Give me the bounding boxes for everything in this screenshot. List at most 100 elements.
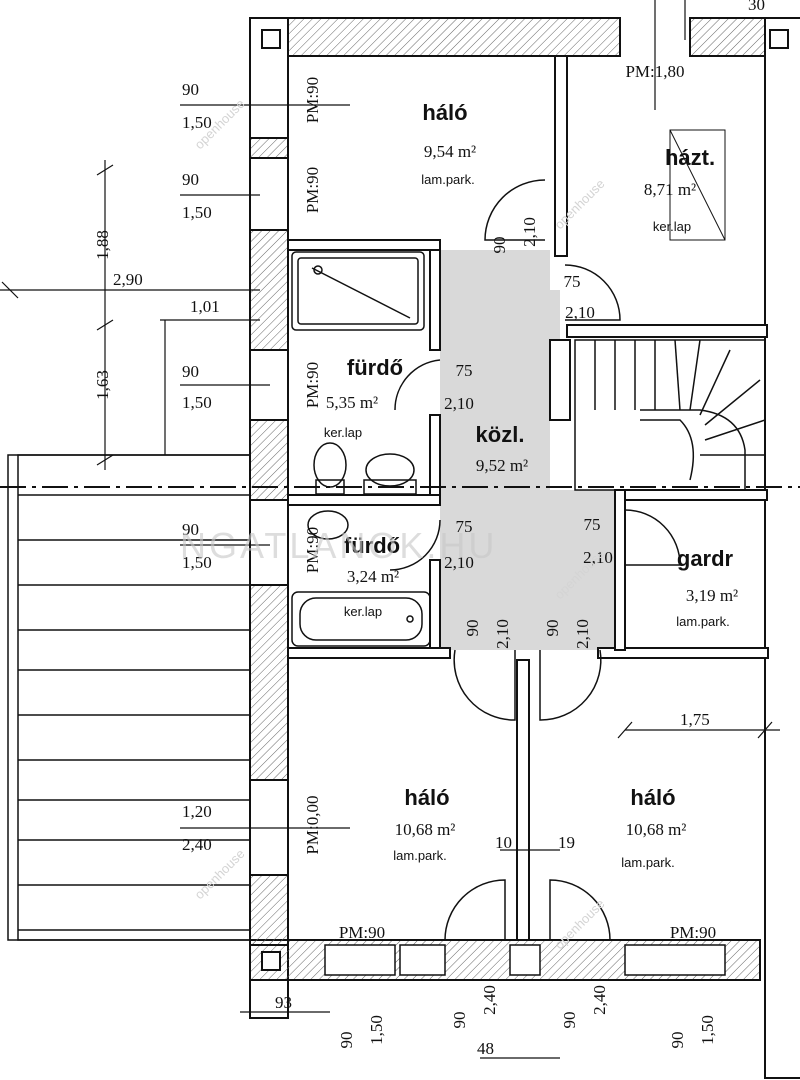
window-label-4: 90 1,50 PM:90 xyxy=(182,520,322,573)
dim-bottom-150b: 1,50 xyxy=(698,1015,717,1045)
window-label-5: 1,20 2,40 PM:0,00 xyxy=(182,795,322,854)
svg-text:2,40: 2,40 xyxy=(590,985,609,1015)
interior-walls xyxy=(287,55,769,941)
room-floor: lam.park. xyxy=(393,848,446,863)
watermark-brand: openhouse xyxy=(192,846,248,902)
room-name: gardr xyxy=(677,546,734,571)
dim-bottom-90b: 90 xyxy=(668,1032,687,1049)
room-floor: ker.lap xyxy=(653,219,691,234)
room-area: 10,68 m² xyxy=(626,820,687,839)
door-label-balcony-2: 90 2,40 xyxy=(560,985,609,1028)
shower-tray xyxy=(291,251,425,331)
shaft-box xyxy=(669,129,726,241)
room-name: fürdő xyxy=(347,355,403,380)
dim-bottom-93: 93 xyxy=(275,993,292,1012)
window-label-1: 90 1,50 PM:90 xyxy=(182,77,322,132)
room-name: közl. xyxy=(476,422,525,447)
dim-top-right: 30 xyxy=(748,0,765,14)
door-label-halo-right: 90 2,10 xyxy=(543,619,592,649)
svg-text:1,50: 1,50 xyxy=(182,203,212,222)
door-label-gardr: 75 2,10 xyxy=(583,515,613,567)
svg-text:2,10: 2,10 xyxy=(493,619,512,649)
dim-horizontal-175: 1,75 xyxy=(680,710,710,729)
left-wall-segments xyxy=(249,137,289,946)
room-area: 9,54 m² xyxy=(424,142,476,161)
svg-text:PM:90: PM:90 xyxy=(303,77,322,123)
bathtub xyxy=(291,591,431,647)
svg-text:2,10: 2,10 xyxy=(565,303,595,322)
svg-text:90: 90 xyxy=(463,620,482,637)
dim-horizontal-101: 1,01 xyxy=(190,297,220,316)
svg-text:75: 75 xyxy=(456,361,473,380)
balcony-deck xyxy=(7,454,251,941)
room-halo-right: háló 10,68 m² lam.park. xyxy=(621,785,686,870)
svg-text:1,50: 1,50 xyxy=(182,113,212,132)
room-area: 10,68 m² xyxy=(395,820,456,839)
dim-vertical-2: 2,90 xyxy=(113,270,143,289)
svg-text:75: 75 xyxy=(456,517,473,536)
sill-label-top-right: PM:1,80 xyxy=(625,62,684,81)
room-kozl: közl. 9,52 m² xyxy=(476,422,529,475)
room-halo-left: háló 10,68 m² lam.park. xyxy=(393,785,455,863)
room-area: 3,24 m² xyxy=(347,567,399,586)
svg-text:2,10: 2,10 xyxy=(573,619,592,649)
dimension-lines xyxy=(0,0,780,1059)
svg-text:1,20: 1,20 xyxy=(182,802,212,821)
staircase xyxy=(574,339,766,491)
wash-basin xyxy=(307,510,349,540)
dim-bottom-90a: 90 xyxy=(337,1032,356,1049)
bottom-windows xyxy=(324,944,726,976)
svg-text:2,40: 2,40 xyxy=(182,835,212,854)
room-floor: lam.park. xyxy=(676,614,729,629)
window-label-3: 90 1,50 PM:90 xyxy=(182,362,322,412)
svg-text:90: 90 xyxy=(182,170,199,189)
dim-bottom-150a: 1,50 xyxy=(367,1015,386,1045)
svg-text:90: 90 xyxy=(182,520,199,539)
room-name: háló xyxy=(404,785,449,810)
dim-wall-10: 10 xyxy=(495,833,512,852)
sill-label-bottom-left: PM:90 xyxy=(339,923,385,942)
dim-bottom-48: 48 xyxy=(477,1039,494,1058)
svg-text:PM:90: PM:90 xyxy=(303,362,322,408)
door-swings xyxy=(389,179,681,941)
svg-text:2,10: 2,10 xyxy=(583,548,613,567)
corridor-fill xyxy=(440,250,625,650)
room-hazt: házt. 8,71 m² ker.lap xyxy=(644,145,715,234)
svg-text:PM:0,00: PM:0,00 xyxy=(303,795,322,854)
svg-text:75: 75 xyxy=(564,272,581,291)
room-floor: ker.lap xyxy=(344,604,382,619)
room-area: 9,52 m² xyxy=(476,456,528,475)
svg-text:90: 90 xyxy=(543,620,562,637)
svg-text:75: 75 xyxy=(584,515,601,534)
door-label-furdo-1: 75 2,10 xyxy=(444,361,474,413)
door-label-hazt: 75 2,10 xyxy=(564,272,595,322)
room-floor: lam.park. xyxy=(621,855,674,870)
room-area: 3,19 m² xyxy=(686,586,738,605)
dim-wall-19: 19 xyxy=(558,833,575,852)
door-label-halo: 90 2,10 xyxy=(490,217,539,253)
svg-text:90: 90 xyxy=(450,1012,469,1029)
room-name: háló xyxy=(422,100,467,125)
svg-text:PM:90: PM:90 xyxy=(303,167,322,213)
svg-text:90: 90 xyxy=(182,362,199,381)
room-furdo-2: fürdő 3,24 m² ker.lap xyxy=(344,533,400,619)
svg-text:1,50: 1,50 xyxy=(182,393,212,412)
window-label-2: 90 1,50 PM:90 xyxy=(182,167,322,222)
door-label-furdo-2: 75 2,10 xyxy=(444,517,474,572)
room-name: házt. xyxy=(665,145,715,170)
room-area: 8,71 m² xyxy=(644,180,696,199)
dim-vertical-3: 1,63 xyxy=(93,370,112,400)
dim-vertical-1: 1,88 xyxy=(93,230,112,260)
svg-text:1,50: 1,50 xyxy=(182,553,212,572)
svg-text:90: 90 xyxy=(182,80,199,99)
svg-text:2,10: 2,10 xyxy=(444,394,474,413)
sill-label-bottom-right: PM:90 xyxy=(670,923,716,942)
svg-text:2,40: 2,40 xyxy=(480,985,499,1015)
door-label-balcony-1: 90 2,40 xyxy=(450,985,499,1028)
room-floor: lam.park. xyxy=(421,172,474,187)
room-halo-top: háló 9,54 m² lam.park. xyxy=(421,100,476,187)
room-floor: ker.lap xyxy=(324,425,362,440)
svg-text:2,10: 2,10 xyxy=(520,217,539,247)
svg-text:90: 90 xyxy=(560,1012,579,1029)
room-area: 5,35 m² xyxy=(326,393,378,412)
